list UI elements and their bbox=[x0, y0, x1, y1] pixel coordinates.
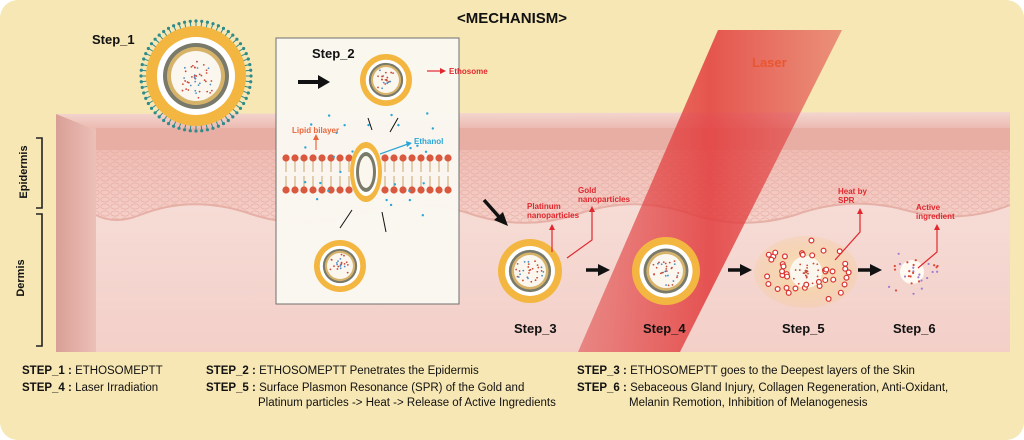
platinum-label: Platinum nanoparticles bbox=[527, 202, 583, 220]
step4-label: Step_4 bbox=[643, 321, 686, 336]
ethanol-label: Ethanol bbox=[414, 137, 443, 146]
legend-step3: STEP_3 : ETHOSOMEPTT goes to the Deepest… bbox=[577, 364, 915, 379]
step2-ethosome-top bbox=[360, 54, 412, 106]
step3-label: Step_3 bbox=[514, 321, 557, 336]
layer-brackets bbox=[36, 138, 42, 346]
step2-ethosome-bottom bbox=[314, 240, 366, 292]
active-ingredient-label: Active ingredient bbox=[916, 203, 962, 221]
dermis-label: Dermis bbox=[15, 253, 27, 303]
skin-block bbox=[56, 112, 1010, 352]
legend-step4: STEP_4 : Laser Irradiation bbox=[22, 381, 158, 396]
legend-step5: STEP_5 : Surface Plasmon Resonance (SPR)… bbox=[206, 381, 574, 411]
step5-heat-release bbox=[754, 236, 858, 308]
legend-step6: STEP_6 : Sebaceous Gland Injury, Collage… bbox=[577, 381, 1007, 411]
step2-label: Step_2 bbox=[312, 46, 355, 61]
laser-label: Laser bbox=[752, 55, 787, 70]
epidermis-bracket bbox=[36, 138, 42, 208]
legend-step1: STEP_1 : ETHOSOMEPTT bbox=[22, 364, 163, 379]
skin-side-face bbox=[56, 114, 96, 352]
step1-label: Step_1 bbox=[92, 32, 135, 47]
legend-step2: STEP_2 : ETHOSOMEPTT Penetrates the Epid… bbox=[206, 364, 479, 379]
gold-label: Gold nanoparticles bbox=[578, 186, 634, 204]
dermis-bracket bbox=[36, 214, 42, 346]
heat-label: Heat by SPR bbox=[838, 187, 874, 205]
epidermis-label: Epidermis bbox=[18, 142, 30, 202]
diagram-title: <MECHANISM> bbox=[0, 10, 1024, 27]
step4-ethosome bbox=[632, 237, 700, 305]
lipid-bilayer-label: Lipid bilayer bbox=[292, 126, 339, 135]
step6-label: Step_6 bbox=[893, 321, 936, 336]
ethosome-label: Ethosome bbox=[449, 67, 488, 76]
penetrating-ethosome bbox=[350, 142, 382, 202]
stratum-corneum bbox=[96, 128, 1010, 150]
step5-label: Step_5 bbox=[782, 321, 825, 336]
